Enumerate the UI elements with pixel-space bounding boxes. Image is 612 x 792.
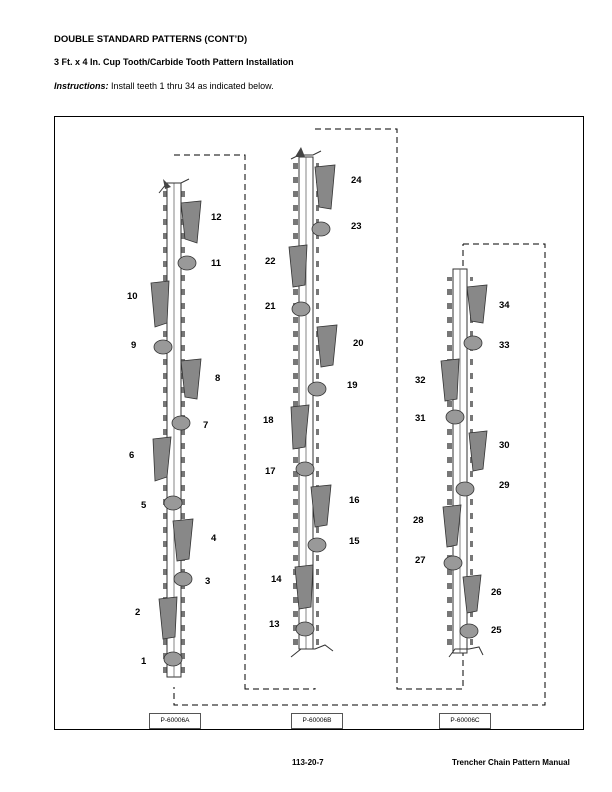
tooth-label-10: 10 (127, 291, 138, 302)
tooth-label-23: 23 (351, 221, 362, 232)
tooth-label-26: 26 (491, 587, 502, 598)
tooth-label-19: 19 (347, 380, 358, 391)
chain-b (288, 147, 338, 658)
tooth-label-15: 15 (349, 536, 360, 547)
tooth-label-24: 24 (351, 175, 362, 186)
tooth-label-17: 17 (265, 466, 276, 477)
tooth-label-12: 12 (211, 212, 222, 223)
tooth-label-8: 8 (215, 373, 220, 384)
tooth-label-3: 3 (205, 576, 210, 587)
tooth-label-34: 34 (499, 300, 510, 311)
tooth-label-6: 6 (129, 450, 134, 461)
tooth-label-14: 14 (271, 574, 282, 585)
instructions-text: Install teeth 1 thru 34 as indicated bel… (108, 81, 274, 91)
tooth-label-27: 27 (415, 555, 426, 566)
tooth-label-9: 9 (131, 340, 136, 351)
tooth-label-18: 18 (263, 415, 274, 426)
tooth-label-20: 20 (353, 338, 364, 349)
tooth-label-13: 13 (269, 619, 280, 630)
bracket-a (174, 154, 246, 687)
manual-title: Trencher Chain Pattern Manual (452, 758, 570, 767)
tooth-label-7: 7 (203, 420, 208, 431)
tooth-label-22: 22 (265, 256, 276, 267)
tooth-label-21: 21 (265, 301, 276, 312)
tooth-label-4: 4 (211, 533, 217, 544)
tooth-label-16: 16 (349, 495, 360, 506)
pattern-label-a: P-60006A (149, 713, 201, 729)
tooth-label-28: 28 (413, 515, 424, 526)
tooth-label-1: 1 (141, 656, 147, 667)
pattern-label-b: P-60006B (291, 713, 343, 729)
tooth-label-33: 33 (499, 340, 510, 351)
page-heading: DOUBLE STANDARD PATTERNS (CONT’D) (54, 34, 248, 45)
page-number: 113-20-7 (292, 758, 324, 767)
chain-c (440, 268, 488, 658)
pattern-label-c: P-60006C (439, 713, 491, 729)
tooth-label-25: 25 (491, 625, 502, 636)
tooth-label-5: 5 (141, 500, 147, 511)
instructions: Instructions: Install teeth 1 thru 34 as… (54, 81, 274, 91)
chain-a (150, 178, 202, 678)
tooth-label-2: 2 (135, 607, 140, 618)
bracket-links (244, 244, 464, 690)
tooth-label-32: 32 (415, 375, 426, 386)
chain-diagram: 1 2 3 4 5 6 7 8 9 10 11 12 13 14 15 16 1… (127, 128, 546, 706)
tooth-label-30: 30 (499, 440, 510, 451)
tooth-label-29: 29 (499, 480, 510, 491)
tooth-label-11: 11 (211, 258, 222, 269)
bracket-b (315, 128, 398, 688)
tooth-label-31: 31 (415, 413, 426, 424)
section-title: 3 Ft. x 4 In. Cup Tooth/Carbide Tooth Pa… (54, 57, 294, 67)
bracket-c (173, 243, 546, 706)
pattern-diagram: 1 2 3 4 5 6 7 8 9 10 11 12 13 14 15 16 1… (54, 116, 584, 730)
instructions-label: Instructions: (54, 81, 109, 91)
